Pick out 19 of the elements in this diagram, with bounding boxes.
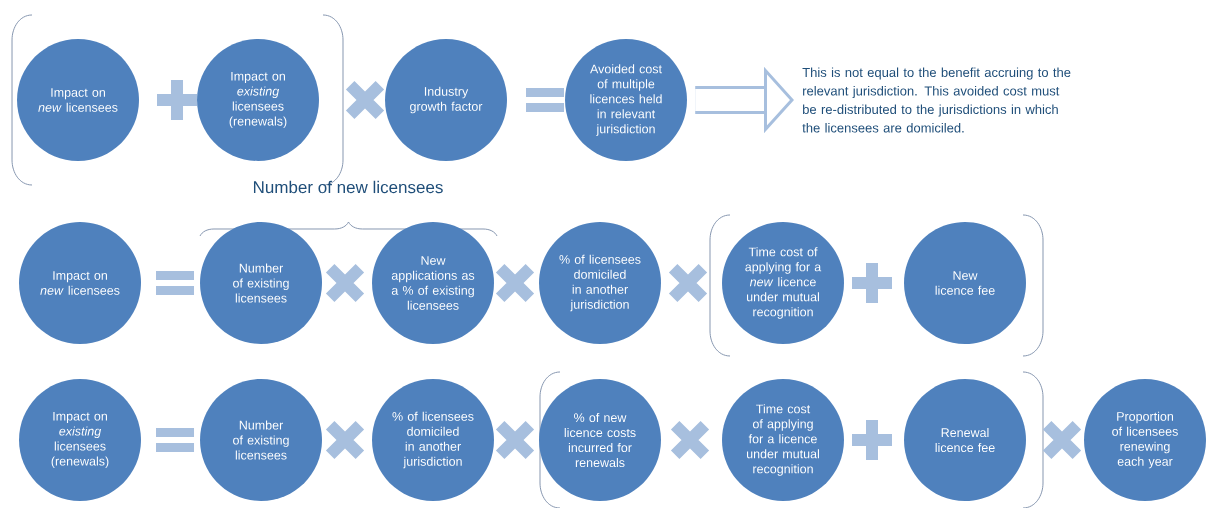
circle-node: Impact on existing licensees (renewals) [197, 39, 319, 161]
circle-node: Impact on new licensees [17, 39, 139, 161]
circle-node: % of new licence costs incurred for renewals [539, 379, 661, 501]
circle-node: Avoided cost of multiple licences held in relevant jurisdiction [565, 39, 687, 161]
circle-node: Number of existing licensees [200, 379, 322, 501]
circle-node: Impact on new licensees [19, 222, 141, 344]
circle-node: % of licensees domiciled in another jurisdiction [539, 222, 661, 344]
circle-node: Time cost of applying for a new licence under mutual recognition [722, 222, 844, 344]
circle-node: Industry growth factor [385, 39, 507, 161]
circle-node: Renewal licence fee [904, 379, 1026, 501]
circle-node: Time cost of applying for a licence under mutual recognition [722, 379, 844, 501]
circle-node: New licence fee [904, 222, 1026, 344]
brace-label: Number of new licensees [254, 180, 443, 194]
circle-node: Number of existing licensees [200, 222, 322, 344]
note-text: This is not equal to the benefit accruing to the relevant jurisdiction. This avoided cost must be re-distributed to the jurisdictions in which the licensees are domiciled. [802, 67, 1071, 133]
circle-node: % of licensees domiciled in another jurisdiction [372, 379, 494, 501]
circle-node: Impact on existing licensees (renewals) [19, 379, 141, 501]
circle-node: Proportion of licensees renewing each year [1084, 379, 1206, 501]
circle-node: New applications as a % of existing licensees [372, 222, 494, 344]
